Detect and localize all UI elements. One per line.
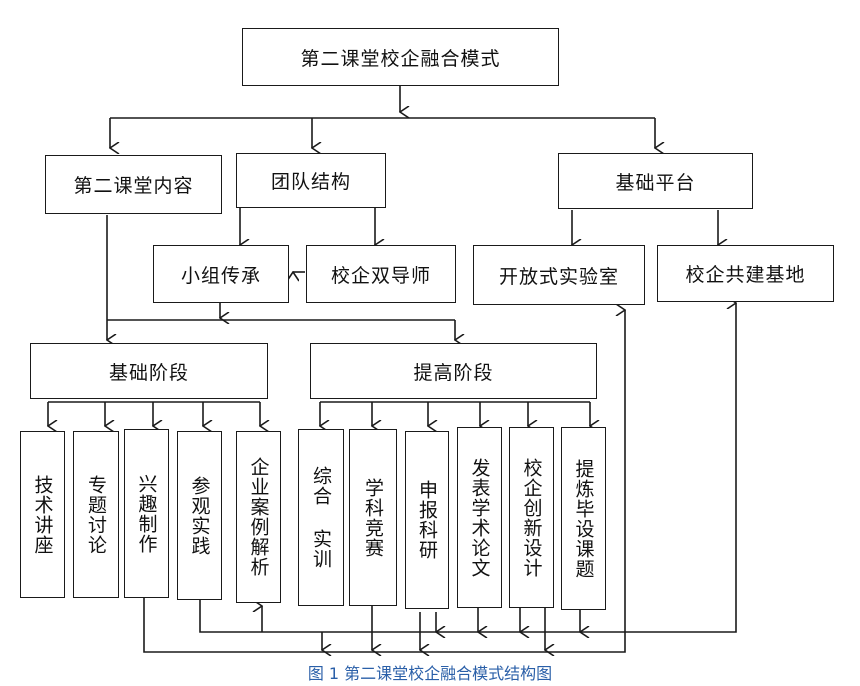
- platform-label: 基础平台: [615, 171, 696, 194]
- team-label: 团队结构: [270, 171, 351, 193]
- figure-caption: 图 1 第二课堂校企融合模式结构图: [307, 664, 553, 683]
- inheritance-label: 小组传承: [180, 264, 261, 287]
- open-lab-label: 开放式实验室: [498, 265, 619, 288]
- basic-item: 专题讨论: [73, 431, 119, 598]
- basic-item: 技术讲座: [20, 431, 65, 598]
- advanced-item: 综合 实训: [298, 429, 344, 606]
- basic-item: 兴趣制作: [124, 429, 169, 598]
- co-base-node: 校企共建基地: [657, 245, 834, 302]
- co-base-label: 校企共建基地: [685, 264, 806, 286]
- dual-mentor-node: 校企双导师: [306, 245, 456, 303]
- advanced-stage-node: 提高阶段: [310, 343, 597, 399]
- basic-item-label: 企业案例解析: [247, 457, 270, 577]
- advanced-item: 校企创新设计: [509, 427, 554, 608]
- advanced-item-label: 校企创新设计: [520, 457, 543, 578]
- platform-node: 基础平台: [558, 153, 753, 209]
- content-node: 第二课堂内容: [45, 155, 222, 214]
- inheritance-node: 小组传承: [153, 245, 289, 303]
- team-node: 团队结构: [236, 153, 386, 208]
- advanced-item: 提炼毕设课题: [561, 427, 606, 610]
- basic-item-label: 参观实践: [188, 475, 211, 556]
- basic-item: 企业案例解析: [236, 431, 281, 603]
- advanced-item-label: 提炼毕设课题: [572, 458, 595, 579]
- basic-item-label: 兴趣制作: [135, 473, 158, 554]
- advanced-item-label: 申报科研: [416, 480, 438, 560]
- basic-item-label: 技术讲座: [31, 474, 54, 555]
- root-node: 第二课堂校企融合模式: [242, 28, 559, 86]
- basic-stage-label: 基础阶段: [108, 361, 189, 384]
- root-label: 第二课堂校企融合模式: [300, 47, 501, 70]
- advanced-item-label: 综合 实训: [310, 466, 332, 569]
- basic-item-label: 专题讨论: [85, 474, 107, 555]
- basic-item: 参观实践: [177, 431, 222, 600]
- open-lab-node: 开放式实验室: [473, 245, 645, 305]
- advanced-item-label: 学科竞赛: [362, 477, 384, 558]
- basic-stage-node: 基础阶段: [30, 343, 268, 399]
- advanced-item-label: 发表学术论文: [468, 457, 491, 578]
- dual-mentor-label: 校企双导师: [330, 264, 431, 287]
- content-label: 第二课堂内容: [73, 175, 194, 197]
- advanced-stage-label: 提高阶段: [413, 361, 494, 384]
- advanced-item: 发表学术论文: [457, 427, 502, 608]
- advanced-item: 申报科研: [405, 431, 449, 609]
- advanced-item: 学科竞赛: [349, 429, 397, 606]
